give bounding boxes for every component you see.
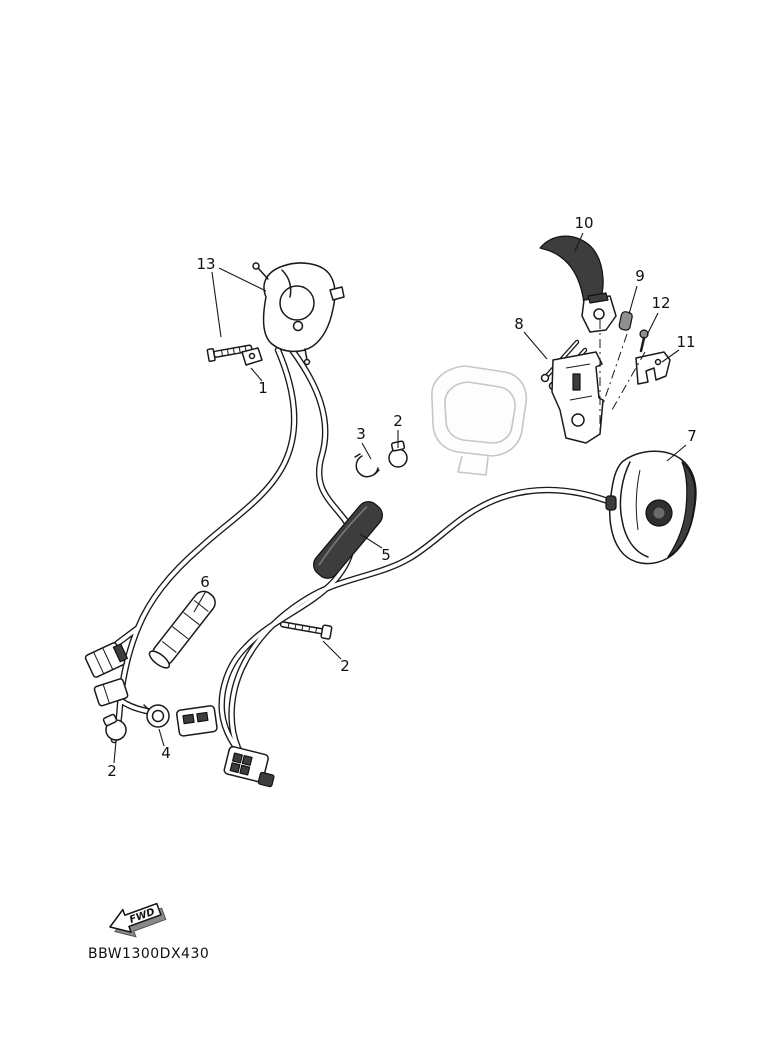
callout-2b: 2 [340, 657, 350, 675]
callout-1: 1 [258, 379, 268, 397]
ghost-master-cylinder [431, 365, 528, 476]
adjuster-pin-9 [618, 311, 633, 331]
left-handle-switch [252, 262, 345, 366]
cable-right-switch [228, 486, 620, 776]
leader-lines [113, 232, 687, 764]
bracket-11 [635, 351, 671, 385]
screw-12 [639, 329, 649, 353]
lever-holder-8 [540, 339, 604, 444]
callout-2a: 2 [393, 412, 403, 430]
protector-sleeve-6 [148, 590, 216, 669]
callout-8: 8 [514, 315, 524, 333]
callout-12: 12 [651, 294, 670, 312]
centerlines [599, 320, 646, 432]
callout-10: 10 [574, 214, 593, 232]
diagram-part-code: BBW1300DX430 [88, 946, 209, 962]
callout-labels: 13 1 3 2 5 6 2 2 4 8 10 9 12 11 7 [107, 214, 697, 780]
fwd-arrow: FWD [109, 902, 167, 938]
right-handle-switch [605, 450, 697, 565]
grommet-4 [143, 704, 170, 728]
clamp-3 [354, 453, 380, 478]
switch-screw-and-holder [206, 344, 263, 366]
callout-7: 7 [687, 427, 697, 445]
callout-13: 13 [196, 255, 215, 273]
callout-4: 4 [161, 744, 171, 762]
callout-3: 3 [356, 425, 366, 443]
callout-5: 5 [381, 546, 391, 564]
wire-harness-cables [96, 346, 620, 776]
protector-sleeve-5 [313, 501, 383, 579]
brake-lever [539, 235, 617, 333]
callout-11: 11 [676, 333, 695, 351]
callout-6: 6 [200, 573, 210, 591]
harness-connectors [84, 642, 275, 788]
callout-2c: 2 [107, 762, 117, 780]
band-screw-2b [279, 621, 333, 640]
callout-9: 9 [635, 267, 645, 285]
clamp-2c [102, 713, 127, 741]
